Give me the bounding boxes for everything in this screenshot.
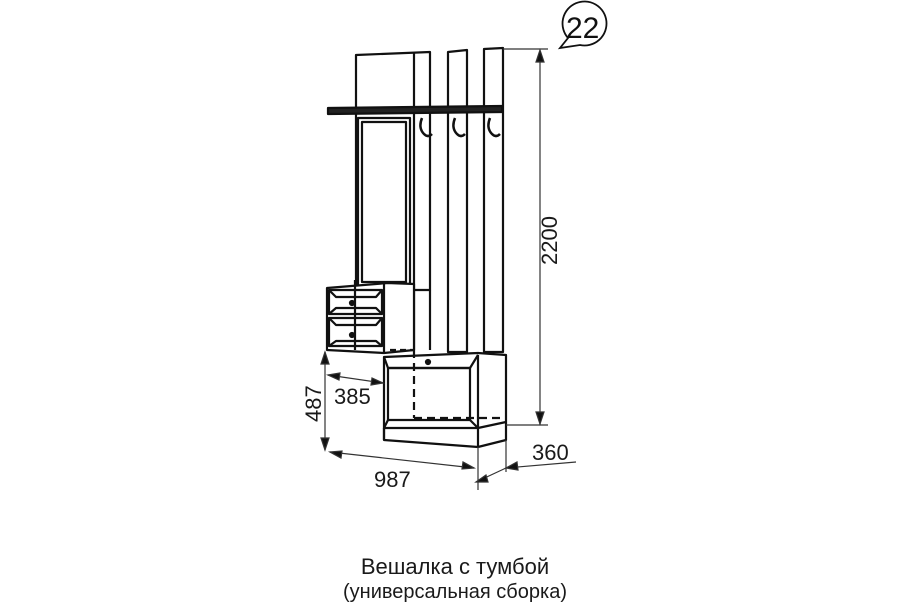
dimension-cabinet-width: 385 [334, 384, 371, 409]
hat-shelf [326, 104, 504, 116]
coat-hook-1 [419, 117, 433, 138]
dimension-cabinet-height: 487 [301, 385, 326, 422]
dimension-depth: 360 [532, 440, 569, 465]
back-panel-right [482, 46, 505, 354]
model-number-badge: 22 [557, 0, 608, 50]
product-title: Вешалка с тумбой [360, 554, 550, 579]
back-panel-left [354, 50, 432, 292]
dimension-height-total: 2200 [537, 216, 562, 265]
back-panel-middle [446, 48, 469, 354]
drawer-cabinet [325, 280, 416, 355]
dimension-width-total: 987 [374, 467, 411, 492]
dimension-lines [320, 48, 577, 490]
coat-hook-2 [452, 117, 466, 138]
model-number: 22 [566, 12, 599, 45]
product-subtitle: (универсальная сборка) [343, 581, 567, 603]
coat-hook-3 [487, 117, 501, 138]
shoe-cabinet [382, 350, 508, 449]
